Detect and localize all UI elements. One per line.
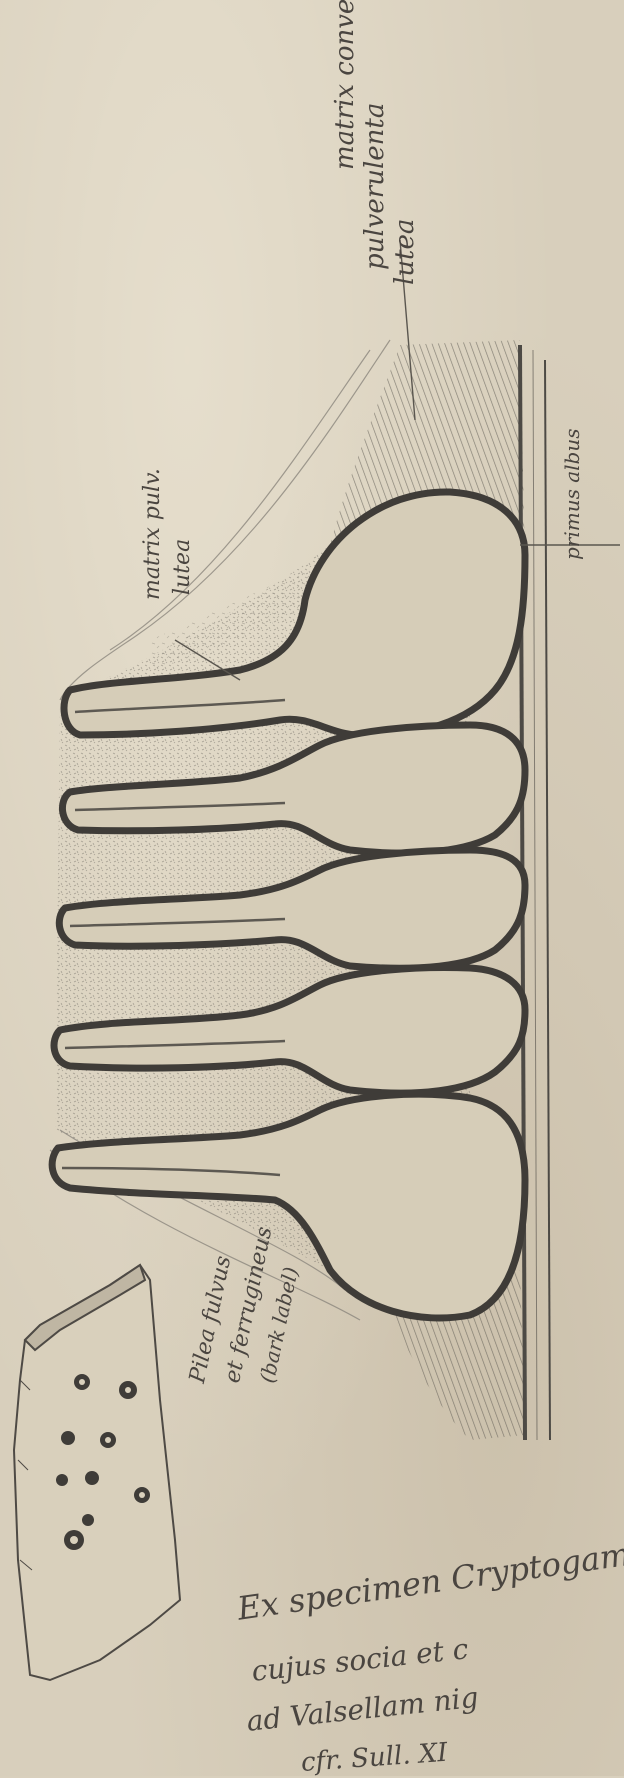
pore (56, 1474, 68, 1486)
annotation-matrix-pulv: matrix pulv. (140, 468, 165, 600)
bark-fragment (14, 1265, 180, 1680)
annotation-primus-albus: primus albus (560, 429, 584, 561)
pore (85, 1471, 99, 1485)
annotation-lutea-top: lutea (390, 219, 420, 285)
pore (82, 1514, 94, 1526)
pore (61, 1431, 75, 1445)
annotation-lutea-mid: lutea (170, 539, 195, 595)
annotation-pulverulenta: pulverulenta (360, 103, 390, 270)
annotation-matrix-conventa: matrix conventa (330, 0, 360, 170)
